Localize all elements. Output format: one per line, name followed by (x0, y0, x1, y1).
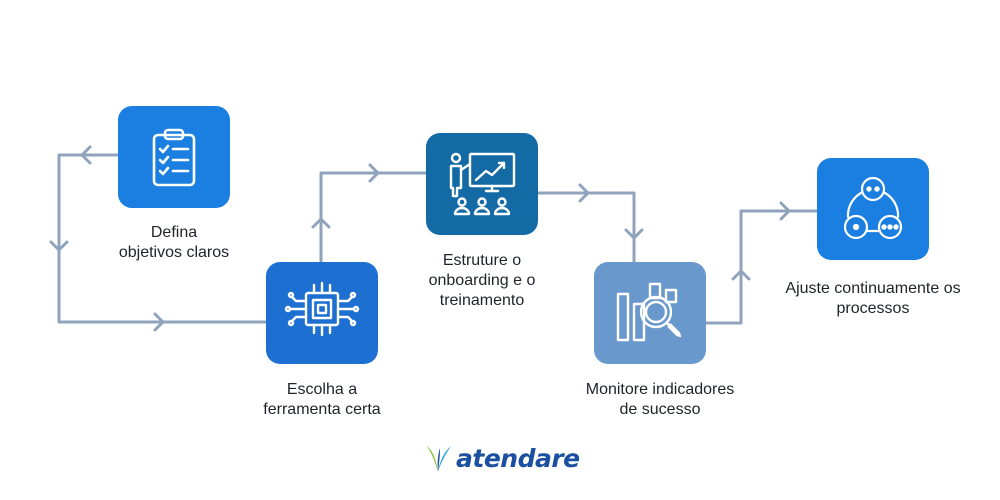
step-3-label: Estruture o onboarding e o treinamento (402, 251, 562, 311)
step-3-label-line: treinamento (439, 292, 525, 309)
step-2-box (266, 262, 378, 364)
step-1-label-line: Defina (150, 224, 198, 241)
step-5-box (817, 158, 929, 260)
arrow-up-icon (311, 217, 331, 229)
arrow-right-icon (153, 312, 165, 332)
step-2-label: Escolha a ferramenta certa (242, 380, 402, 420)
atendare-leaf-icon (427, 446, 451, 472)
step-4-label-line: Monitore indicadores (585, 381, 735, 398)
clipboard-checklist-icon (152, 128, 196, 187)
atendare-logo: atendare (424, 440, 580, 476)
arrow-up-icon (731, 269, 751, 281)
arrow-down-icon (624, 228, 644, 240)
step-3-label-line: Estruture o (442, 252, 522, 269)
step-5-label-line: Ajuste continuamente os (785, 280, 961, 297)
arrow-right-icon (368, 163, 380, 183)
step-5-label-line: processos (836, 300, 910, 317)
logo-text: atendare (456, 443, 580, 473)
step-4-label-line: de sucesso (619, 401, 701, 418)
step-1-box (118, 106, 230, 208)
step-2-label-line: Escolha a (286, 381, 358, 398)
arrow-left-icon (80, 145, 92, 165)
connector-2-3 (319, 171, 428, 264)
bar-chart-magnifier-icon (616, 282, 682, 342)
connector-4-5 (704, 209, 819, 325)
step-1-label-line: objetivos claros (118, 244, 230, 261)
step-1-label: Defina objetivos claros (94, 223, 254, 263)
arrow-right-icon (578, 183, 590, 203)
step-5-label: Ajuste continuamente os processos (762, 279, 984, 319)
arrow-down-icon (49, 240, 69, 252)
step-4-box (594, 262, 706, 364)
presentation-board-icon (449, 152, 516, 216)
arrow-right-icon (779, 201, 791, 221)
cycle-nodes-icon (843, 176, 903, 240)
step-2-label-line: ferramenta certa (263, 401, 381, 418)
step-3-label-line: onboarding e o (428, 272, 536, 289)
step-4-label: Monitore indicadores de sucesso (560, 380, 760, 420)
step-3-box (426, 133, 538, 235)
microchip-icon (284, 281, 360, 337)
